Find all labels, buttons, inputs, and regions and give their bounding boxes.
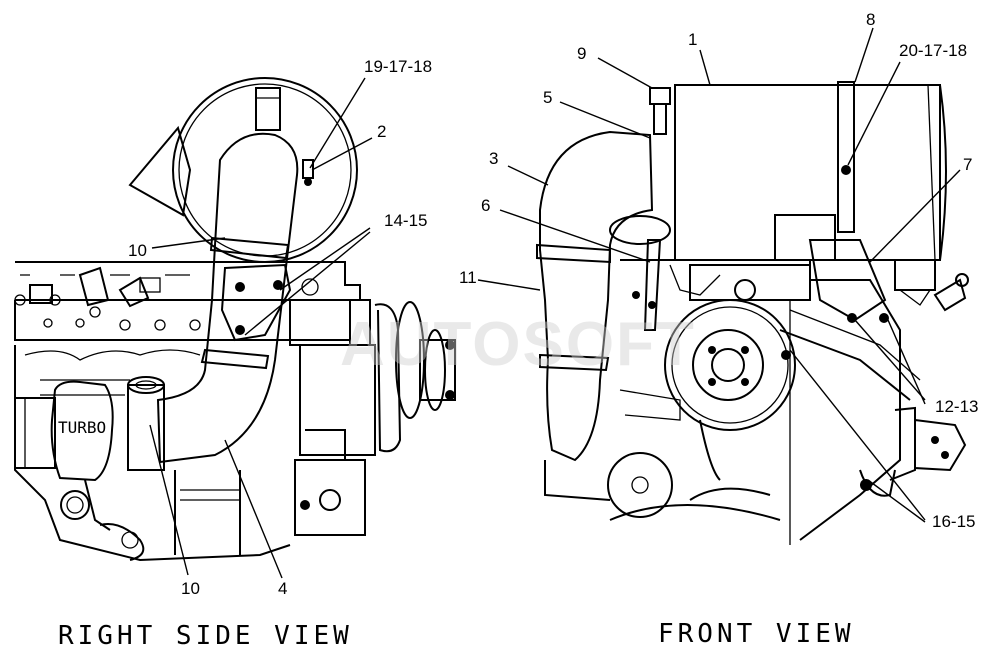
indicator-cap xyxy=(649,87,671,105)
callout-12-13: 12-13 xyxy=(935,397,978,416)
watermark: AUTOSOFT xyxy=(340,310,696,379)
callout-14-15: 14-15 xyxy=(384,211,427,230)
right-side-view-title: RIGHT SIDE VIEW xyxy=(58,621,353,651)
callout-16-15: 16-15 xyxy=(932,512,975,531)
leader-lines xyxy=(149,27,961,579)
fuel-pump xyxy=(914,418,967,472)
callout-10-top: 10 xyxy=(128,241,147,260)
intake-elbow-tube xyxy=(156,132,299,464)
air-cleaner-housing xyxy=(172,77,358,263)
callout-1: 1 xyxy=(688,30,697,49)
fan-pulley xyxy=(395,301,456,419)
callout-labels: 19-17-18 2 14-15 10 10 4 9 1 8 20-17-18 … xyxy=(128,10,978,598)
front-engine-cover xyxy=(620,259,901,541)
callout-4: 4 xyxy=(278,579,287,598)
callout-7: 7 xyxy=(963,155,972,174)
callout-3: 3 xyxy=(489,149,498,168)
right-side-view: TURBO xyxy=(14,77,456,562)
front-intake-tube xyxy=(539,130,654,462)
callout-19-17-18: 19-17-18 xyxy=(364,57,432,76)
air-cleaner-canister xyxy=(674,84,941,261)
intake-shroud xyxy=(128,125,192,217)
filter-cap xyxy=(255,87,281,131)
callout-6: 6 xyxy=(481,196,490,215)
callout-8: 8 xyxy=(866,10,875,29)
mounting-bracket xyxy=(220,263,292,342)
front-view xyxy=(536,81,969,545)
front-view-title: FRONT VIEW xyxy=(658,619,855,649)
mounting-strap xyxy=(837,81,855,233)
callout-11: 11 xyxy=(459,268,477,287)
callout-5: 5 xyxy=(543,88,552,107)
callout-9: 9 xyxy=(577,44,586,63)
callout-20-17-18: 20-17-18 xyxy=(899,41,967,60)
callout-2: 2 xyxy=(377,122,386,141)
turbo-label: TURBO xyxy=(58,418,106,437)
callout-10-bottom: 10 xyxy=(181,579,200,598)
crankshaft-pulley xyxy=(664,299,796,431)
